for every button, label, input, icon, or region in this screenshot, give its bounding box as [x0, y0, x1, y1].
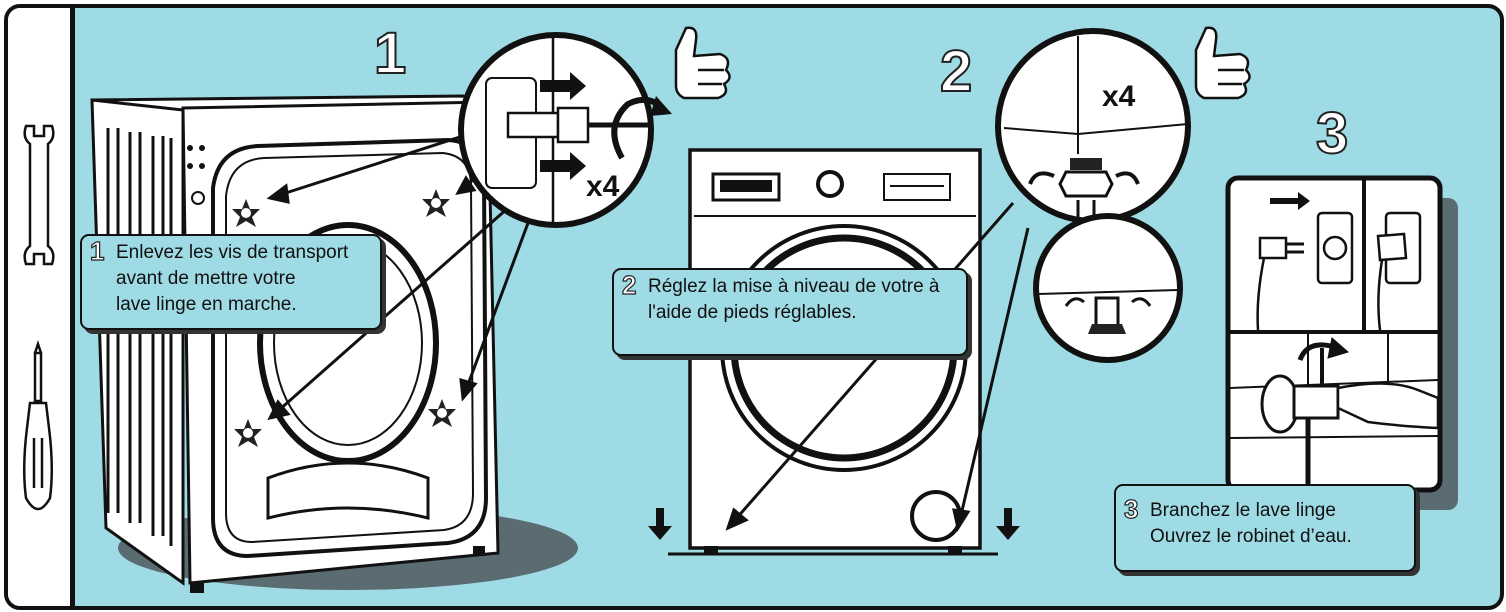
zoom-circle-foot-bottom [1033, 213, 1183, 363]
step-number-3: 3 [1315, 100, 1350, 167]
instruction-callout-3: 3 Branchez le lave linge Ouvrez le robin… [1114, 484, 1416, 572]
scene-svg [90, 26, 1458, 593]
transport-bolt [232, 199, 260, 227]
callout-3-line-2: Ouvrez le robinet d’eau. [1150, 526, 1352, 547]
callout-number-2: 2 [621, 270, 637, 300]
down-arrow-icon [996, 508, 1020, 540]
instruction-panel: 1 2 3 x4 x4 1 Enlevez les vis de transpo… [4, 4, 1504, 610]
connection-panel [1225, 175, 1458, 510]
callout-1-line-1: Enlevez les vis de transport [116, 242, 349, 263]
tool-strip [8, 8, 75, 606]
zoom-circle-foot-top [995, 28, 1191, 224]
thumbs-up-icon [674, 26, 731, 100]
transport-bolt [428, 399, 456, 427]
transport-bolt [422, 189, 450, 217]
transport-bolt [234, 419, 262, 447]
wall-socket-icon [1376, 211, 1422, 331]
callout-1-line-2: avant de mettre votre [116, 268, 296, 289]
callout-3-line-1: Branchez le lave linge [1150, 500, 1336, 521]
callout-2-line-2: l'aide de pieds réglables. [648, 302, 857, 323]
multiplier-label-bolts: x4 [586, 170, 620, 203]
callout-number-3: 3 [1123, 494, 1139, 524]
callout-2-line-1: Réglez la mise à niveau de votre à [648, 276, 940, 297]
callout-1-line-3: lave linge en marche. [116, 294, 297, 315]
screwdriver-icon [22, 340, 54, 511]
instruction-callout-1: 1 Enlevez les vis de transport avant de … [80, 234, 382, 330]
pointer-arrow [725, 202, 1030, 532]
callout-number-1: 1 [89, 236, 105, 266]
multiplier-label-feet: x4 [1102, 80, 1136, 113]
power-plug-icon [1256, 236, 1304, 331]
down-arrow-icon [648, 508, 672, 540]
wall-socket-icon [1316, 211, 1354, 285]
tools-svg [22, 124, 55, 511]
thumbs-up-icon [1194, 26, 1251, 100]
rotate-arrow-icon [611, 96, 665, 160]
instruction-callout-2: 2 Réglez la mise à niveau de votre à l'a… [612, 268, 968, 356]
step-number-2: 2 [939, 38, 974, 105]
water-tap-icon [1229, 334, 1440, 488]
step-number-1: 1 [373, 20, 408, 87]
wrench-icon [23, 124, 55, 266]
pointer-arrow [266, 126, 530, 421]
zoom-circle-bolt [458, 32, 672, 228]
